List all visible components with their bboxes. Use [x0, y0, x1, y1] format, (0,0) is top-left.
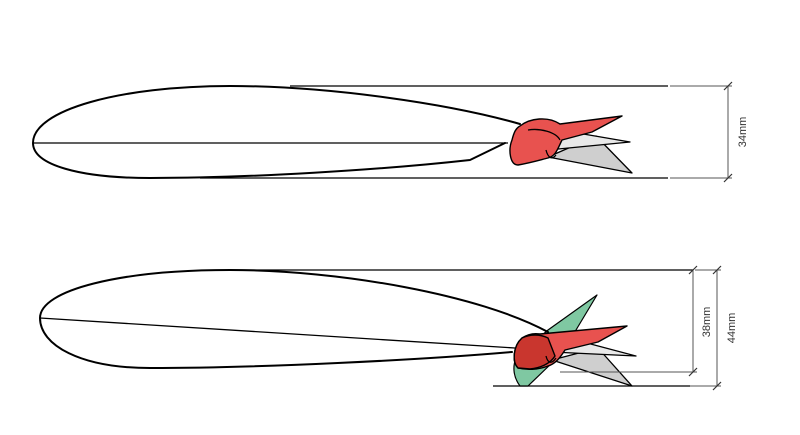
top-airfoil	[32, 85, 668, 179]
top-dimension: 34mm	[670, 81, 749, 183]
bottom-airfoil	[39, 269, 693, 387]
top-red-flap	[509, 115, 623, 166]
bottom-airfoil-outline	[39, 269, 549, 369]
top-red-flap-fold	[527, 128, 561, 141]
bottom-grey-flap	[551, 347, 633, 387]
bottom-red-flap-hinge	[545, 355, 557, 363]
bottom-outer-dimension-tick-lower	[712, 381, 722, 391]
bottom-chord-line	[39, 317, 516, 349]
bottom-red-flap-overlap	[513, 334, 556, 370]
bottom-outer-dimension-tick-upper	[712, 265, 722, 275]
top-dimension-tick-lower	[723, 173, 733, 183]
top-dimension-tick-upper	[723, 81, 733, 91]
bottom-outer-dimension: 44mm	[690, 265, 738, 391]
bottom-outer-dimension-label: 44mm	[726, 313, 738, 344]
top-red-flap-hinge	[545, 149, 557, 159]
bottom-inner-dimension-tick-upper	[688, 265, 698, 275]
top-dimension-label: 34mm	[737, 117, 749, 148]
top-airfoil-outline	[32, 85, 521, 179]
bottom-inner-dimension-tick-lower	[688, 367, 698, 377]
bottom-inner-dimension-label: 38mm	[701, 307, 713, 338]
bottom-inner-dimension: 38mm	[560, 265, 713, 377]
